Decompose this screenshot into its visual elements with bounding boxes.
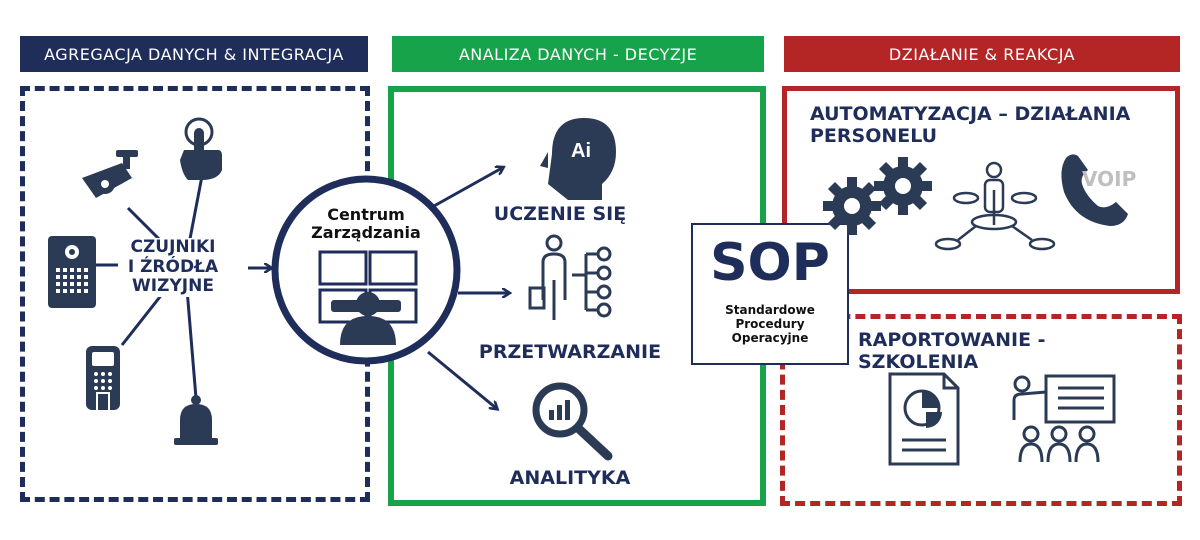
processing-hierarchy-icon [528, 234, 612, 320]
sop-title: SOP [710, 233, 830, 293]
control-center-icon [271, 175, 461, 365]
ai-head-badge: Ai [571, 140, 591, 162]
control-center-label: Centrum Zarządzania [311, 205, 421, 243]
intercom-icon [48, 236, 96, 308]
voip-label: VOIP [1082, 167, 1137, 191]
header-aggregation: AGREGACJA DANYCH & INTEGRACJA [20, 36, 368, 72]
report-icon [888, 372, 960, 466]
automation-title: AUTOMATYZACJA – DZIAŁANIA PERSONELU [810, 103, 1131, 147]
panel-automation [782, 86, 1180, 294]
sop-subtitle: Standardowe Procedury Operacyjne [725, 303, 815, 345]
header-action: DZIAŁANIE & REAKCJA [784, 36, 1180, 72]
finger-touch-icon [180, 117, 222, 180]
arrow-to-analytics [427, 350, 496, 408]
camera-icon [82, 150, 138, 198]
sop-box [691, 223, 849, 365]
network-person-icon [934, 161, 1056, 251]
gears-icon [823, 157, 932, 235]
sensors-label: CZUJNIKI I ŹRÓDŁA WIZYJNE [118, 237, 228, 297]
analytics-magnifier-icon [532, 382, 613, 461]
processing-label: PRZETWARZANIE [478, 341, 662, 363]
arrow-to-learning [433, 168, 502, 208]
header-analysis: ANALIZA DANYCH - DECYZJE [392, 36, 764, 72]
phone-icon [1061, 154, 1128, 226]
card-reader-icon [86, 346, 120, 412]
training-presentation-icon [1012, 374, 1116, 463]
analytics-label: ANALITYKA [509, 467, 631, 489]
reporting-title: RAPORTOWANIE - SZKOLENIA [858, 329, 1046, 373]
bell-icon [174, 395, 218, 445]
learning-label: UCZENIE SIĘ [493, 203, 627, 225]
ai-head-icon [540, 118, 616, 200]
panel-reporting [780, 314, 1182, 506]
